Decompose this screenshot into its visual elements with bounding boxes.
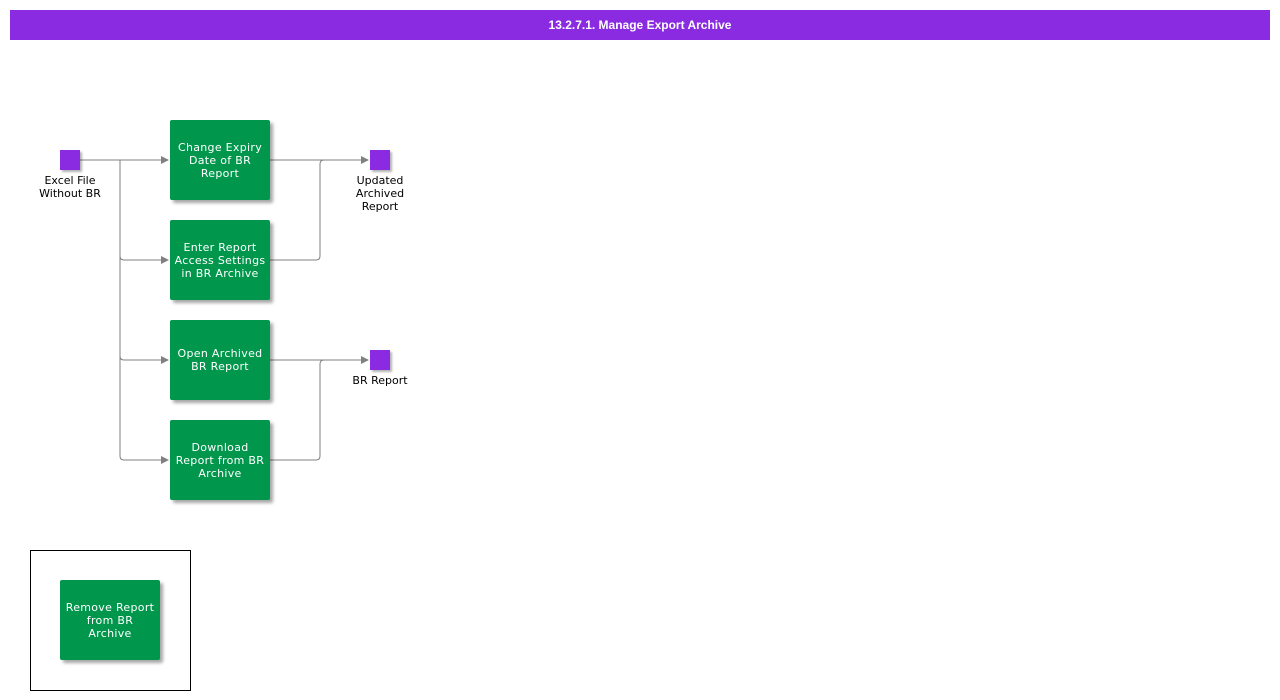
output-updated-archived-square[interactable] xyxy=(370,150,390,170)
input-excel-file-square[interactable] xyxy=(60,150,80,170)
output-br-report-square[interactable] xyxy=(370,350,390,370)
process-change-expiry[interactable]: Change Expiry Date of BR Report xyxy=(170,120,270,200)
process-download-report[interactable]: Download Report from BR Archive xyxy=(170,420,270,500)
edge-enter-access-to-updated-archived xyxy=(270,159,325,261)
process-enter-access-settings[interactable]: Enter Report Access Settings in BR Archi… xyxy=(170,220,270,300)
edge-download-report-to-br-report xyxy=(270,359,325,461)
process-open-archived-report[interactable]: Open Archived BR Report xyxy=(170,320,270,400)
edge-excel-file-to-download-report xyxy=(119,160,169,464)
process-remove-report[interactable]: Remove Report from BR Archive xyxy=(60,580,160,660)
diagram-title: 13.2.7.1. Manage Export Archive xyxy=(10,10,1270,40)
input-excel-file-label: Excel File Without BR xyxy=(39,174,101,200)
output-br-report-label: BR Report xyxy=(352,374,408,387)
edge-excel-file-to-enter-access xyxy=(119,160,169,264)
output-updated-archived-label: Updated Archived Report xyxy=(355,174,405,213)
